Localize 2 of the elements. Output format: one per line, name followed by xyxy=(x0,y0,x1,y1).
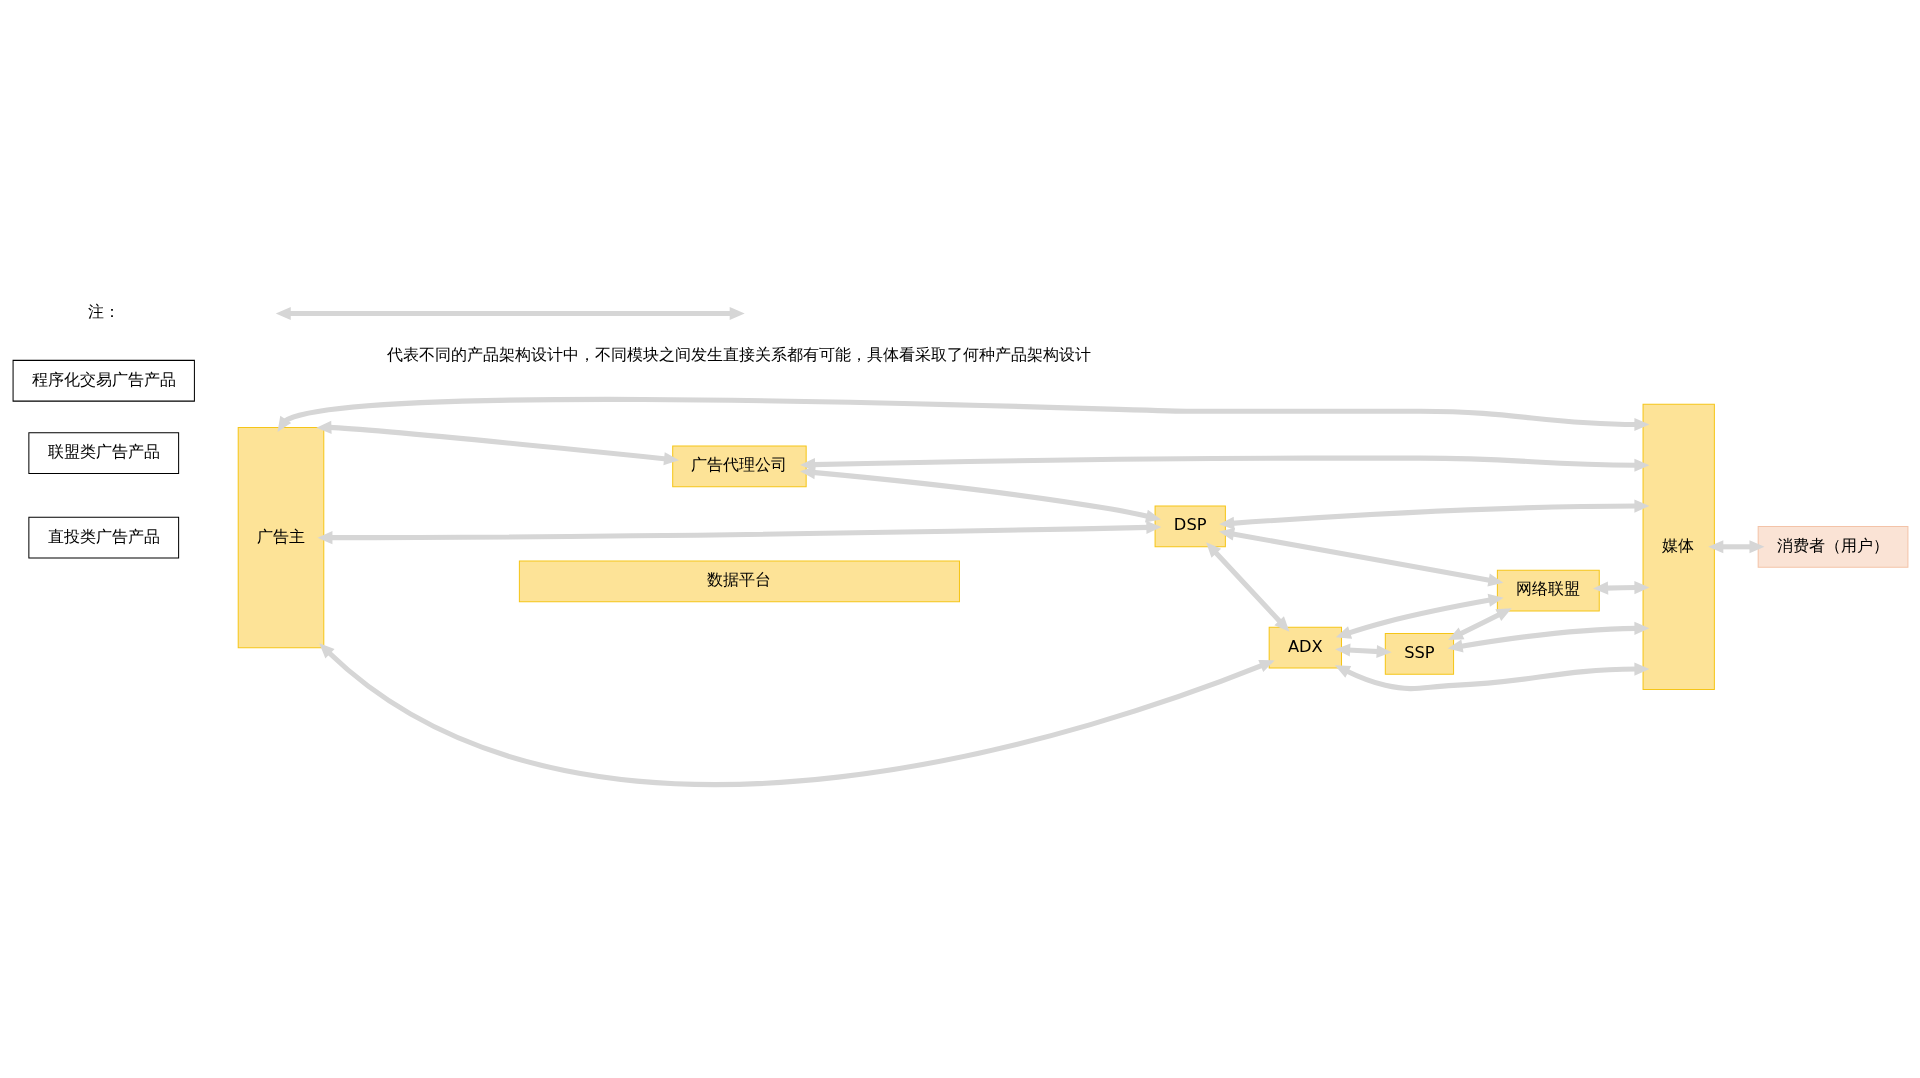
label: 注： xyxy=(87,302,120,322)
legend-label: 代表不同的产品架构设计中，不同模块之间发生直接关系都有可能，具体看采取了何种产品架构设计 xyxy=(386,345,1091,365)
